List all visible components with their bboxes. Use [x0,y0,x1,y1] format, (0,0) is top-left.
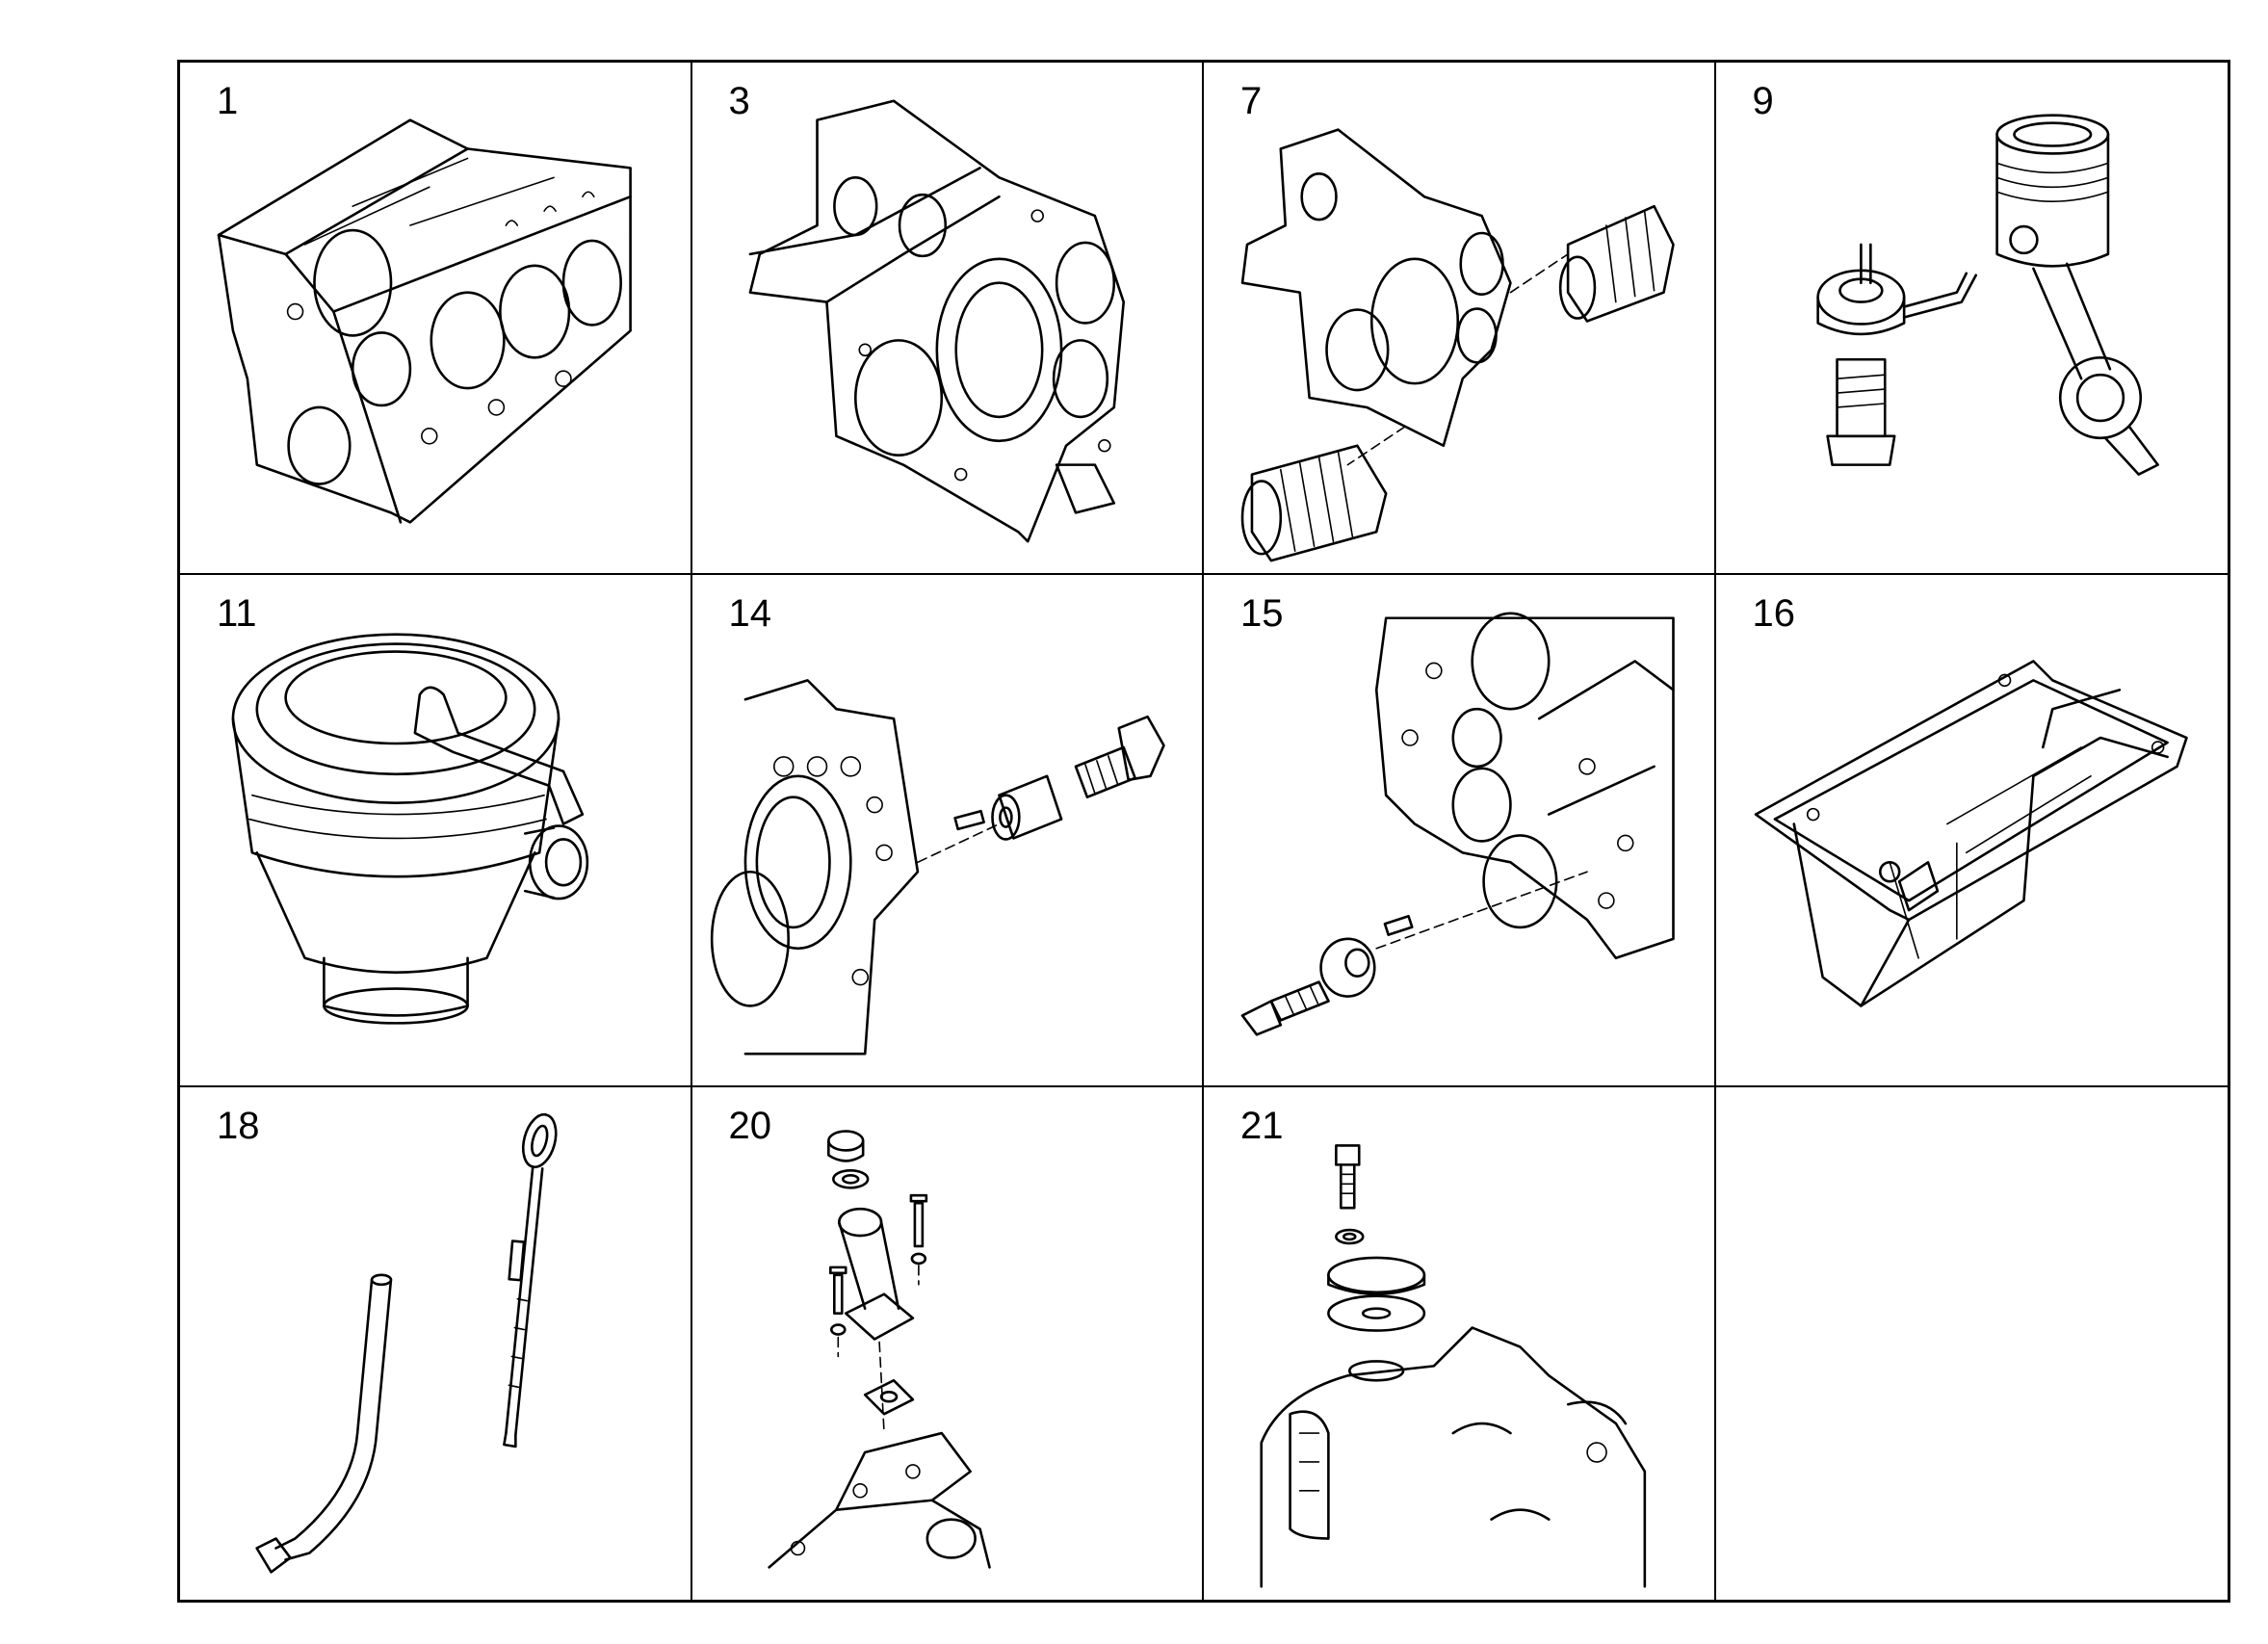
part-cell-11: 11 [180,575,692,1087]
oil-filler-icon [180,575,691,1085]
part-number-label: 14 [728,592,772,635]
part-cell-16: 16 [1715,575,2229,1087]
engine-block-icon [180,63,691,573]
part-number-label: 15 [1240,592,1284,635]
part-cell-7: 7 [1204,63,1716,575]
part-cell-15: 15 [1204,575,1716,1087]
part-cell-20: 20 [692,1087,1204,1600]
part-number-label: 7 [1240,80,1263,122]
part-number-label: 21 [1240,1105,1284,1147]
part-cell-14: 14 [691,575,1204,1087]
part-number-label: 16 [1752,592,1796,635]
timing-case-icon [692,63,1203,573]
piston-and-oil-nozzle-icon [1716,63,2229,573]
part-number-label: 20 [728,1105,772,1147]
empty-cell [1716,1087,2229,1600]
dipstick-and-guide-tube-icon [180,1087,691,1600]
rear-block-plug-icon [1204,575,1714,1085]
parts-diagram-grid: 1 3 [177,60,2230,1603]
part-number-label: 1 [217,80,239,122]
part-number-label: 9 [1752,80,1774,122]
cover-plate-and-gasket-icon [1204,1087,1714,1600]
part-cell-3: 3 [691,63,1204,575]
oil-pan-icon [1716,575,2229,1085]
part-number-label: 18 [217,1105,260,1147]
part-number-label: 3 [728,80,750,122]
part-cell-18: 18 [180,1087,692,1600]
timing-case-with-seals-icon [1204,63,1714,573]
oil-filler-neck-icon [692,1087,1203,1600]
part-number-label: 11 [217,592,257,635]
part-cell-21: 21 [1204,1087,1716,1600]
part-cell-1: 1 [180,63,692,575]
block-plug-and-seal-icon [692,575,1203,1085]
part-cell-9: 9 [1715,63,2229,575]
